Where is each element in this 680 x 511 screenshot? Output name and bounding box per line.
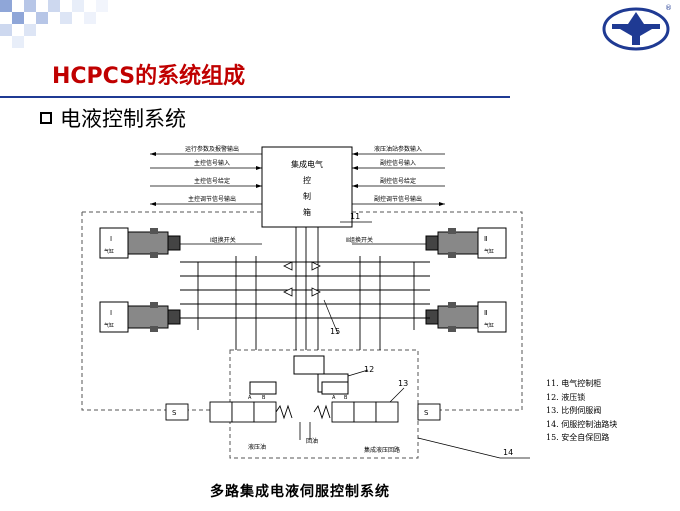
callout-12: 12 [364, 365, 374, 374]
diagram-caption: 多路集成电液伺服控制系统 [210, 484, 390, 500]
signal-left-3: 主控信号给定 [194, 177, 230, 185]
bullet-text: 电液控制系统 [60, 107, 186, 131]
registered-mark: ® [665, 4, 672, 12]
solenoid-left-s: S [172, 409, 177, 417]
signals-left [150, 153, 262, 205]
legend-item: 13. 比例伺服阀 [546, 406, 602, 415]
legend-item: 11. 电气控制柜 [546, 379, 602, 388]
servo-valve-left [165, 401, 293, 423]
oil-return-label: 回油 [306, 437, 318, 445]
port-a-left: A [248, 395, 252, 401]
callout-15: 15 [330, 327, 340, 336]
controller-line-1: 集成电气 [291, 159, 323, 169]
cylinder-right-bottom [425, 301, 507, 333]
cylinder-left-bottom [99, 301, 181, 333]
signals-right [352, 153, 445, 205]
cyl-right-top-id: Ⅱ [484, 235, 487, 243]
port-b-right: B [344, 395, 348, 401]
callout-11: 11 [350, 212, 360, 221]
callout-13: 13 [398, 379, 408, 388]
company-logo-icon [602, 6, 670, 52]
legend-item: 14. 伺服控制油路块 [546, 419, 618, 429]
check-valves [283, 261, 321, 297]
solenoid-right-s: S [424, 409, 429, 417]
cyl-right-bottom-label: 气缸 [484, 322, 494, 329]
controller-line-4: 箱 [303, 207, 311, 217]
cyl-left-bottom-id: Ⅰ [110, 309, 112, 317]
hydraulic-lock-left [293, 355, 325, 375]
signal-right-4: 副控调节信号输出 [374, 195, 422, 203]
callout-14: 14 [503, 448, 513, 457]
signal-left-2: 主控信号输入 [194, 159, 230, 167]
decorative-squares [0, 0, 108, 48]
oil-in-label: 液压油 [248, 443, 266, 451]
controller-line-3: 制 [303, 191, 311, 201]
cylinder-left-top [99, 227, 181, 259]
legend-item: 12. 液压锁 [546, 392, 586, 402]
cyl-right-top-label: 气缸 [484, 248, 494, 255]
title-underline [0, 96, 510, 98]
cyl-left-top-id: Ⅰ [110, 235, 112, 243]
return-circuit-label: 集成液压回路 [364, 446, 400, 454]
switch-left-label: Ⅰ组换开关 [210, 236, 236, 244]
controller-line-2: 控 [303, 175, 311, 185]
controller-box [261, 146, 353, 228]
cyl-right-bottom-id: Ⅱ [484, 309, 487, 317]
signal-right-1: 液压油站参数输入 [374, 145, 422, 153]
switch-right-label: Ⅱ组换开关 [346, 236, 373, 244]
cyl-left-bottom-label: 气缸 [104, 322, 114, 329]
signal-left-4: 主控调节信号输出 [188, 195, 236, 203]
slide-title: HCPCS的系统组成 [52, 64, 246, 89]
cyl-left-top-label: 气缸 [104, 248, 114, 255]
square-bullet-icon [40, 112, 52, 124]
signal-right-2: 副控信号输入 [380, 159, 416, 167]
bullet-item: 电液控制系统 [40, 103, 186, 133]
port-b-left: B [262, 395, 266, 401]
signal-left-1: 运行参数及报警输出 [185, 145, 239, 153]
servo-valve-right [313, 401, 441, 423]
signal-right-3: 副控信号给定 [380, 177, 416, 185]
legend-item: 15. 安全自保回路 [546, 433, 610, 442]
cylinder-right-top [425, 227, 507, 259]
port-a-right: A [332, 395, 336, 401]
hydraulic-lines [180, 227, 430, 350]
component-legend: 11. 电气控制柜 12. 液压锁 13. 比例伺服阀 14. 伺服控制油路块 … [546, 377, 617, 445]
